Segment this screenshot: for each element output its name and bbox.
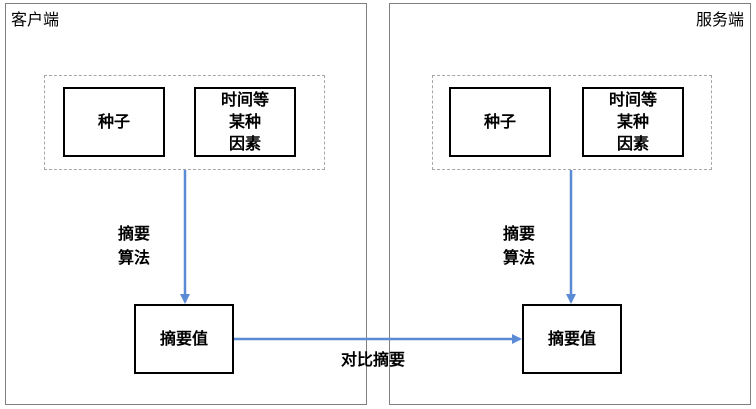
server-factor-label: 时间等 某种 因素	[608, 90, 657, 153]
client-seed-box: 种子	[63, 87, 165, 157]
client-digest-label: 摘要值	[159, 329, 208, 348]
server-seed-label: 种子	[483, 112, 516, 131]
client-factor-label: 时间等 某种 因素	[220, 90, 269, 153]
server-digest-label: 摘要值	[547, 329, 596, 348]
client-algorithm-label: 摘要 算法	[117, 224, 150, 267]
client-factor-box: 时间等 某种 因素	[194, 87, 296, 157]
server-digest-box: 摘要值	[522, 304, 622, 374]
server-input-group	[432, 75, 712, 170]
client-panel-title: 客户端	[11, 10, 60, 29]
server-seed-box: 种子	[449, 87, 551, 157]
compare-digest-label: 对比摘要	[340, 350, 405, 369]
client-input-group	[44, 75, 325, 170]
client-digest-box: 摘要值	[134, 304, 234, 374]
server-panel-title: 服务端	[695, 10, 744, 29]
server-algorithm-label: 摘要 算法	[502, 224, 535, 267]
server-factor-box: 时间等 某种 因素	[582, 87, 684, 157]
client-seed-label: 种子	[97, 112, 130, 131]
